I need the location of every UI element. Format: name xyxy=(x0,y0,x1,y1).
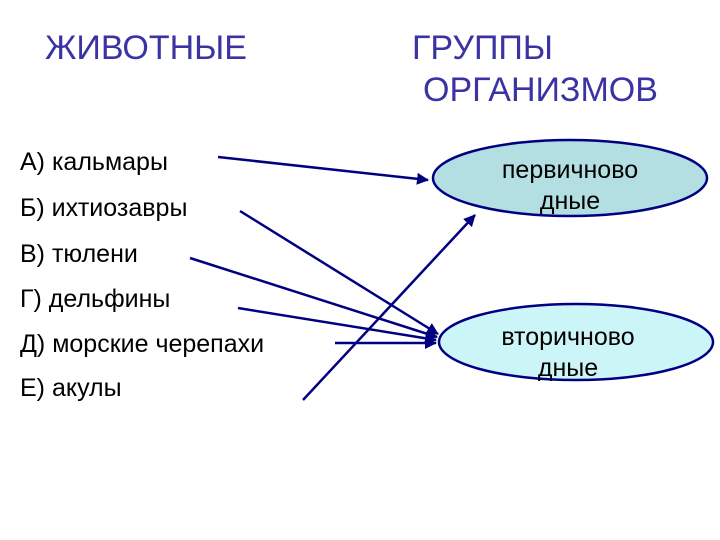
secondary-group-label-line2: дные xyxy=(537,354,599,382)
primary-group-label: первичново дные xyxy=(480,155,660,217)
animal-item-dolphins: Г) дельфины xyxy=(20,285,171,313)
secondary-group-label: вторичново дные xyxy=(478,322,658,384)
secondary-group-ellipse xyxy=(437,302,715,382)
animal-item-ichthyosaurs: Б) ихтиозавры xyxy=(20,194,188,222)
header-groups-line1: ГРУППЫ xyxy=(412,29,553,67)
animal-item-sharks: Е) акулы xyxy=(20,374,122,402)
primary-group-label-line1: первичново xyxy=(501,156,639,184)
arrow-dolphins-to-secondary xyxy=(237,306,437,345)
arrow-sharks-to-primary xyxy=(302,214,476,401)
arrow-ichthyosaurs-to-secondary xyxy=(239,209,439,336)
primary-group-label-line2: дные xyxy=(539,187,601,215)
animal-item-seals: В) тюлени xyxy=(20,240,138,268)
primary-group-ellipse xyxy=(431,138,709,218)
header-groups-line2: ОРГАНИЗМОВ xyxy=(423,71,658,109)
animal-item-sea-turtles: Д) морские черепахи xyxy=(20,330,265,358)
animal-item-squids: А) кальмары xyxy=(20,148,168,176)
secondary-group-label-line1: вторичново xyxy=(501,323,635,351)
arrow-seals-to-secondary xyxy=(189,256,438,340)
header-animals: ЖИВОТНЫЕ xyxy=(45,29,247,67)
arrow-squids-to-primary xyxy=(217,155,429,185)
